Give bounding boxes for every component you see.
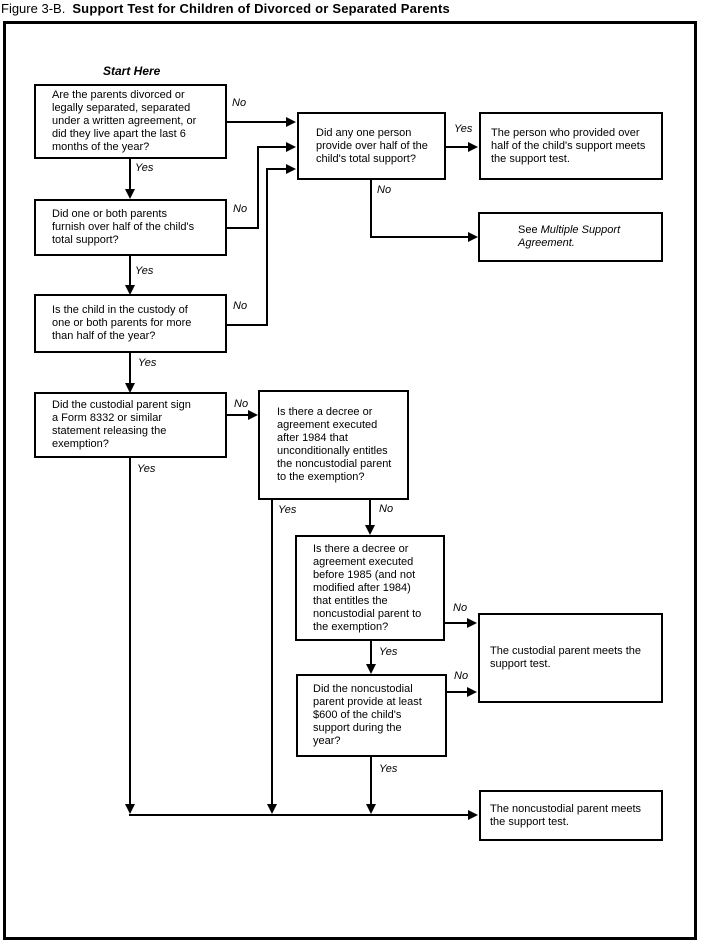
figure-title: Figure 3-B. Support Test for Children of …: [1, 1, 450, 16]
edge-label-q5-yes: Yes: [454, 123, 473, 135]
box-question-decree-before-1985: Is there a decree or agreement executed …: [295, 535, 445, 641]
box-question-parents-furnish-half: Did one or both parents furnish over hal…: [34, 199, 227, 256]
box-question-one-person-half: Did any one person provide over half of …: [297, 112, 446, 180]
box-text: Is there a decree or agreement executed …: [277, 406, 392, 483]
box-text: The custodial parent meets the support t…: [490, 645, 642, 670]
box-result-custodial-meets-test: The custodial parent meets the support t…: [478, 613, 663, 703]
edge-label-q7-no: No: [453, 602, 468, 614]
figure-title-text: Support Test for Children of Divorced or…: [72, 1, 450, 16]
box-text: The person who provided over half of the…: [491, 126, 646, 165]
edge-label-q1-yes: Yes: [135, 162, 154, 174]
edge-label-q1-no: No: [232, 97, 247, 109]
box-text: Are the parents divorced or legally sepa…: [52, 89, 197, 153]
box-text: Did any one person provide over half of …: [316, 126, 428, 165]
edge-label-q2-yes: Yes: [135, 265, 154, 277]
box-question-form-8332: Did the custodial parent sign a Form 833…: [34, 392, 227, 458]
edge-label-q4-yes: Yes: [137, 463, 156, 475]
multiple-support-agreement-reference: Multiple Support Agreement.: [518, 224, 621, 249]
box-question-custody-half-year: Is the child in the custody of one or bo…: [34, 294, 227, 353]
box-text: The noncustodial parent meets the suppor…: [490, 802, 642, 828]
edge-label-q6-no: No: [379, 503, 394, 515]
box-question-600-dollar-support: Did the noncustodial parent provide at l…: [296, 674, 447, 757]
box-result-noncustodial-meets-test: The noncustodial parent meets the suppor…: [479, 790, 663, 841]
edge-label-q8-no: No: [454, 670, 469, 682]
box-result-person-meets-test: The person who provided over half of the…: [479, 112, 663, 180]
edge-label-q5-no: No: [377, 184, 392, 196]
edge-label-q6-yes: Yes: [278, 504, 297, 516]
box-text: Did the custodial parent sign a Form 833…: [52, 399, 191, 450]
box-text: See Multiple Support Agreement.: [518, 224, 620, 250]
start-here-label: Start Here: [103, 64, 161, 78]
figure-border: [3, 21, 697, 940]
box-result-see-multiple-support-agreement: See Multiple Support Agreement.: [478, 212, 663, 262]
box-question-decree-after-1984: Is there a decree or agreement executed …: [258, 390, 409, 500]
box-text: Is the child in the custody of one or bo…: [52, 304, 192, 342]
edge-label-q2-no: No: [233, 203, 248, 215]
box-text: Did the noncustodial parent provide at l…: [313, 683, 422, 747]
box-text: Is there a decree or agreement executed …: [313, 542, 422, 633]
edge-label-q3-yes: Yes: [138, 357, 157, 369]
box-question-divorced-or-separated: Are the parents divorced or legally sepa…: [34, 84, 227, 159]
edge-label-q8-yes: Yes: [379, 763, 398, 775]
see-prefix: See: [518, 224, 541, 236]
edge-label-q3-no: No: [233, 300, 248, 312]
figure-number: Figure 3-B.: [1, 1, 66, 16]
box-text: Did one or both parents furnish over hal…: [52, 208, 195, 246]
edge-label-q4-no: No: [234, 398, 249, 410]
edge-label-q7-yes: Yes: [379, 646, 398, 658]
